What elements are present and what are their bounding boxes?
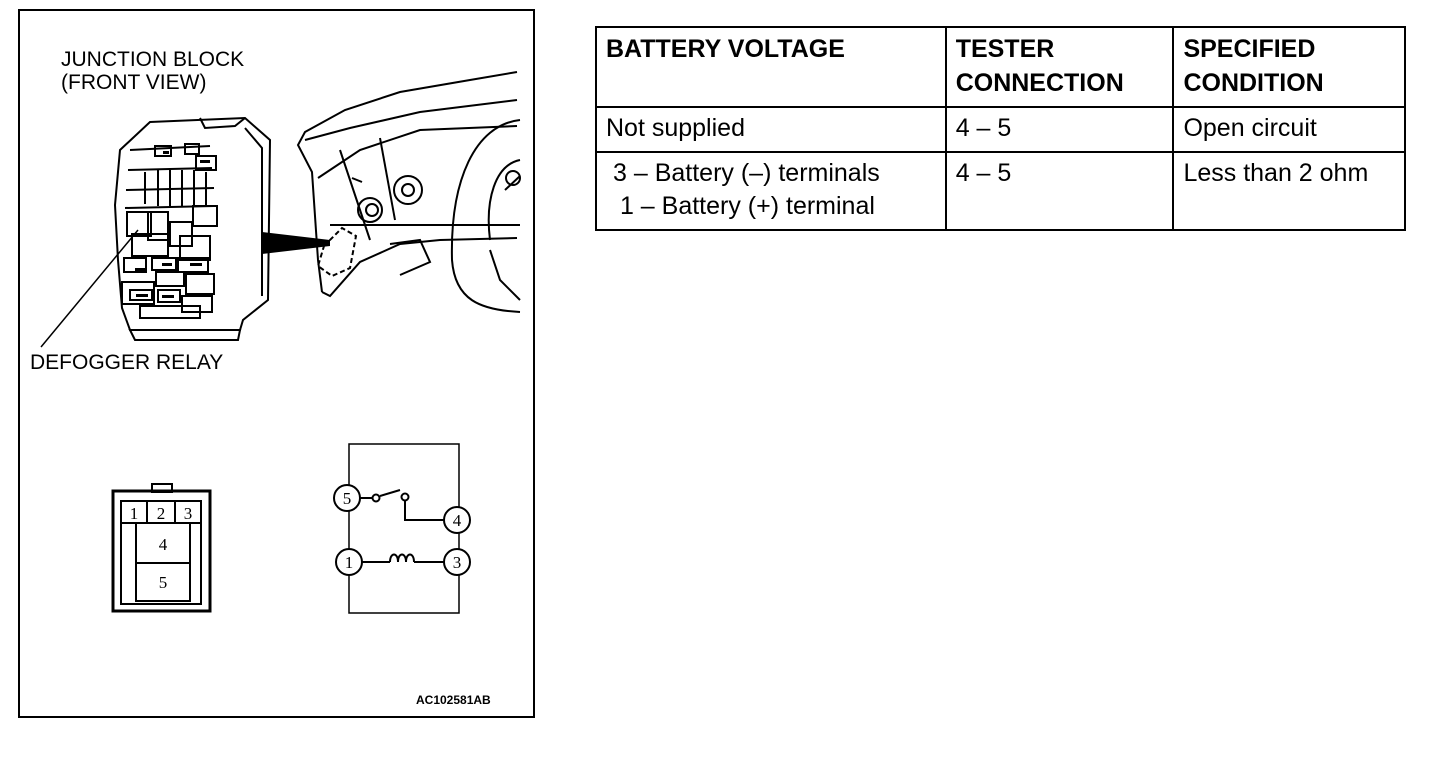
cell-connection: 4 – 5 (944, 106, 1175, 153)
terminal-4: 4 (453, 511, 462, 530)
connector-pin-5: 5 (159, 573, 168, 592)
figure-code: AC102581AB (416, 693, 491, 707)
junction-block-subtitle: (FRONT VIEW) (61, 71, 207, 94)
connector-pin-3: 3 (184, 504, 193, 523)
junction-block-title: JUNCTION BLOCK (61, 48, 245, 71)
table-row: 3 – Battery (–) terminals 1 – Battery (+… (595, 151, 1406, 231)
cell-connection: 4 – 5 (944, 151, 1175, 231)
connector-pin-4: 4 (159, 535, 168, 554)
cell-condition: Open circuit (1172, 106, 1406, 153)
cell-condition: Less than 2 ohm (1172, 151, 1406, 231)
table-row: Not supplied 4 – 5 Open circuit (595, 106, 1406, 153)
connector-pin-2: 2 (157, 504, 166, 523)
defogger-relay-label: DEFOGGER RELAY (30, 351, 224, 374)
cell-voltage: 3 – Battery (–) terminals 1 – Battery (+… (595, 151, 947, 231)
terminal-3: 3 (453, 553, 462, 572)
header-battery-voltage: BATTERY VOLTAGE (595, 26, 947, 108)
terminal-1: 1 (345, 553, 354, 572)
connector-pin-1: 1 (130, 504, 139, 523)
figure-frame (18, 9, 535, 718)
cell-voltage: Not supplied (595, 106, 947, 153)
junction-block-illustration: 1 2 3 4 5 5 4 1 3 (40, 71, 521, 614)
terminal-5: 5 (343, 489, 352, 508)
